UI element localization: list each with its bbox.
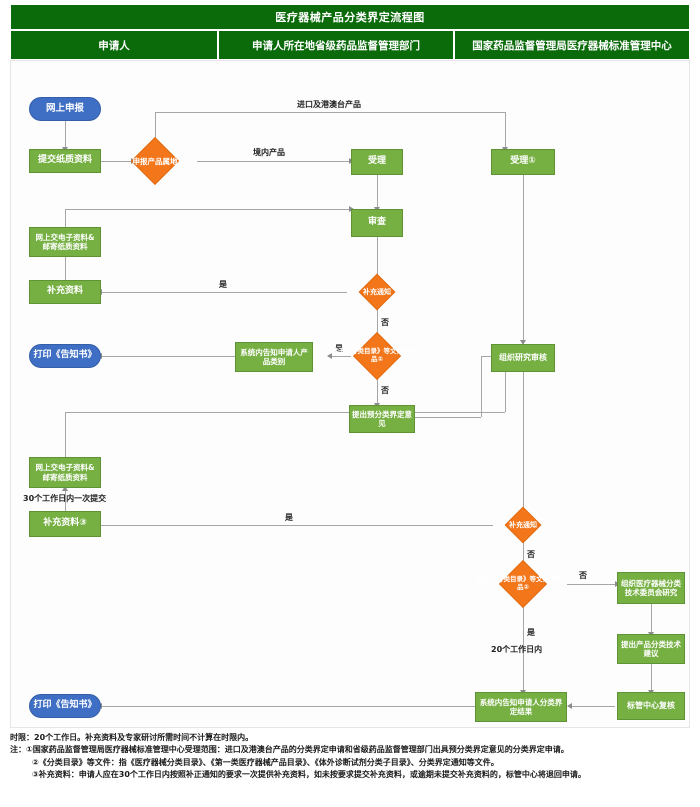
- edge-label-yes-3: 是: [285, 513, 293, 522]
- footnotes: 时限：20个工作日。补充资料及专家研讨所需时间不计算在时限内。 注：①国家药品监…: [10, 732, 690, 782]
- node-sys-notify-category[interactable]: 系统内告知申请人产品类别: [235, 342, 313, 372]
- edge-import-top: [155, 112, 505, 113]
- edge-notify-to-print: [101, 356, 235, 357]
- edge-electronic-to-review: [65, 209, 351, 210]
- node-product-locale[interactable]: 申报产品属地: [123, 136, 187, 186]
- edge-opinion-up: [481, 356, 482, 417]
- note-3: ③补充资料：申请人应在30个工作日内按照补正通知的要求一次提供补充资料，如未按要…: [32, 770, 586, 780]
- arrow-left: [327, 353, 332, 359]
- node-supplement-notice-2-label: 补充通知: [509, 520, 537, 529]
- node-belongs-catalog-1[interactable]: 属于《分类目录》等文件中的产品②: [327, 331, 427, 381]
- node-supplement-material-1[interactable]: 补充资料: [29, 280, 101, 304]
- node-product-locale-label: 申报产品属地: [132, 156, 178, 166]
- node-center-recheck[interactable]: 标管中心复核: [617, 692, 685, 720]
- node-pre-classification-opinion[interactable]: 提出预分类界定意见: [349, 405, 415, 433]
- edge-result-to-print2: [101, 706, 475, 707]
- page-title: 医疗器械产品分类界定流程图: [10, 4, 690, 30]
- swimlane-national-center: 国家药品监督管理局医疗器械标准管理中心: [454, 30, 690, 60]
- note-deadline: 时限：20个工作日。补充资料及专家研讨所需时间不计算在时限内。: [10, 733, 254, 742]
- edge-notice-to-supplement: [101, 292, 347, 293]
- edge-import-down: [505, 112, 506, 149]
- edge-apply-to-paper: [65, 121, 66, 149]
- arrow-down: [520, 340, 526, 345]
- edge-paper-to-locale: [101, 161, 133, 162]
- edge-accept-to-review: [377, 175, 378, 209]
- node-organize-committee[interactable]: 组织医疗器械分类技术委员会研究: [617, 572, 685, 604]
- edge-electronic2-to-organize: [505, 356, 506, 412]
- edge-catalog2-no: [567, 584, 617, 585]
- node-sys-notify-result[interactable]: 系统内告知申请人分类界定结果: [475, 692, 567, 722]
- node-tech-suggestion[interactable]: 提出产品分类技术建议: [617, 634, 685, 664]
- swimlane-provincial-authority: 申请人所在地省级药品监督管理部门: [218, 30, 454, 60]
- node-organize-review[interactable]: 组织研究审核: [491, 344, 555, 372]
- edge-notice2-yes: [97, 525, 493, 526]
- edge-label-yes-1: 是: [219, 280, 227, 289]
- node-supplement-notice-2[interactable]: 补充通知: [489, 506, 557, 544]
- edge-recheck-to-result: [571, 706, 615, 707]
- edge-notice-no: [377, 306, 378, 344]
- edge-opinion-right: [415, 417, 481, 418]
- node-belongs-catalog-2[interactable]: 属于《分类目录》等文件中的产品②: [473, 559, 573, 609]
- edge-label-submit-30-days: 30个工作日内一次提交: [23, 494, 107, 503]
- edge-supplement2-up: [65, 488, 66, 511]
- edge-notice2-no: [523, 539, 524, 570]
- arrow-left: [567, 703, 572, 709]
- node-supplement-notice-1[interactable]: 补充通知: [343, 273, 411, 311]
- note-1: 注：①国家药品监督管理局医疗器械标准管理中心受理范围：进口及港澳台产品的分类界定…: [10, 745, 569, 755]
- node-print-notice-2[interactable]: 打印《告知书》: [29, 694, 101, 718]
- edge-suggestion-to-recheck: [651, 664, 652, 692]
- node-belongs-catalog-1-label: 属于《分类目录》等文件中的产品②: [331, 347, 423, 363]
- edge-organize-to-notice2: [523, 372, 524, 512]
- flowchart-canvas: 进口及港澳台产品 境内产品 是 否 是 否 是 否 否 是 30个工作日内一次提…: [10, 60, 690, 728]
- edge-label-no-1: 否: [381, 318, 389, 327]
- edge-committee-to-suggestion: [651, 604, 652, 634]
- edge-accept-center-down: [523, 175, 524, 342]
- edge-catalog-yes: [331, 356, 351, 357]
- arrow-up: [62, 486, 68, 491]
- edge-electronic2-right: [65, 412, 505, 413]
- edge-label-within-20-days: 20个工作日内: [491, 645, 543, 654]
- edge-locale-to-accept-prov: [197, 161, 351, 162]
- node-supplement-material-2[interactable]: 补充资料③: [29, 511, 101, 537]
- swimlane-header: 申请人 申请人所在地省级药品监督管理部门 国家药品监督管理局医疗器械标准管理中心: [10, 30, 690, 60]
- node-accept-center[interactable]: 受理①: [491, 149, 555, 175]
- edge-label-yes-4: 是: [527, 628, 535, 637]
- edge-label-no-4: 否: [579, 571, 587, 580]
- edge-label-no-3: 否: [527, 550, 535, 559]
- node-print-notice-1[interactable]: 打印《告知书》: [29, 344, 101, 368]
- node-accept-provincial[interactable]: 受理: [351, 149, 403, 175]
- note-2: ②《分类目录》等文件：指《医疗器械分类目录》、《第一类医疗器械产品目录》、《体外…: [32, 757, 499, 767]
- edge-label-import: 进口及港澳台产品: [297, 100, 361, 109]
- edge-label-no-2: 否: [381, 386, 389, 395]
- edge-label-domestic: 境内产品: [253, 148, 285, 157]
- swimlane-applicant: 申请人: [10, 30, 218, 60]
- node-review[interactable]: 审查: [351, 209, 403, 237]
- edge-review-to-notice: [377, 237, 378, 281]
- node-online-apply[interactable]: 网上申报: [29, 97, 101, 121]
- edge-label-yes-2: 是: [335, 344, 343, 353]
- edge-catalog-no: [377, 379, 378, 405]
- node-online-submit-electronic-1[interactable]: 网上交电子资料&邮寄纸质资料: [29, 227, 101, 257]
- edge-catalog2-yes: [523, 607, 524, 692]
- node-submit-paper[interactable]: 提交纸质资料: [29, 149, 101, 173]
- node-online-submit-electronic-2[interactable]: 网上交电子资料&邮寄纸质资料: [29, 457, 101, 488]
- edge-electronic2-up: [65, 412, 66, 462]
- node-supplement-notice-1-label: 补充通知: [363, 287, 391, 296]
- node-belongs-catalog-2-label: 属于《分类目录》等文件中的产品②: [477, 575, 569, 591]
